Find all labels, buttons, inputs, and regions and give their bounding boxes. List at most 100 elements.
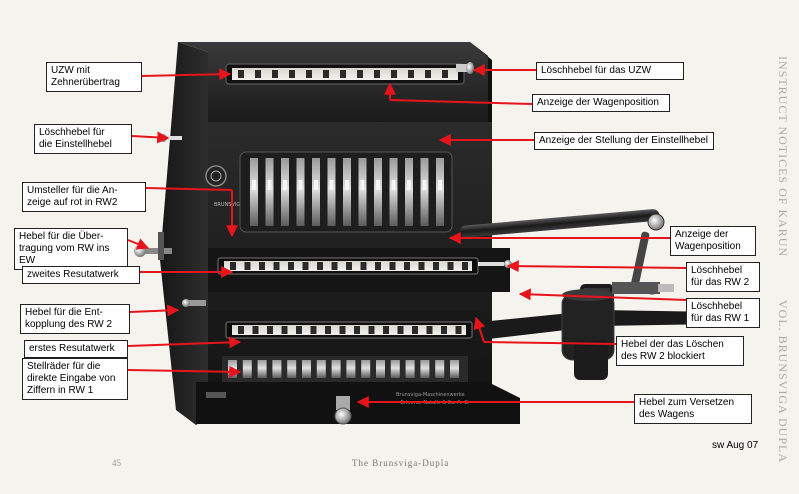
setting-lever-slot [312,158,320,226]
rw1-digit [368,326,375,334]
figure-caption: The Brunsviga-Dupla [352,458,450,468]
side-text-bottom: VOL. BRUNSVIGA DUPLA [776,300,790,464]
label-erstes-resultatwerk: erstes Resutatwerk [24,340,128,358]
uzw-digit [408,70,414,78]
setting-lever-slot [420,158,429,226]
rw1-digit-slots [238,326,462,334]
rw2-digit [259,262,265,270]
uzw-digit [391,70,397,78]
setting-lever-slot [250,158,258,226]
rw1-digit [354,326,360,334]
rw1-digit [441,326,447,334]
uzw-digit [374,70,380,78]
setting-wheel [390,360,400,378]
rw1-digit [339,326,346,334]
setting-lever-pin [391,180,396,190]
setting-lever-pin [329,180,334,190]
setting-lever-slot [405,158,413,226]
rw1-digit [426,326,433,334]
setting-wheel [302,360,311,378]
svg-text:BRUNSVIGA DUPLA: BRUNSVIGA DUPLA [214,202,263,208]
setting-lever-slot [281,158,289,226]
setting-wheel [287,360,297,378]
svg-text:Brunsviga-Maschinenwerke: Brunsviga-Maschinenwerke [396,392,465,398]
setting-lever-pin [376,180,380,190]
setting-lever-pin [407,180,411,190]
rw1-digit [310,326,317,334]
rw2-digit [244,262,251,270]
setting-lever-slot [343,158,351,226]
uzw-digit [425,70,431,78]
setting-lever-pin [314,180,318,190]
rw1-digit [397,326,404,334]
uzw-digit [306,70,312,78]
rw2-digit [360,262,367,270]
rw2-digit [288,262,294,270]
callout-arrow [389,99,533,105]
rw2-digit [273,262,280,270]
rw2-digit [404,262,410,270]
rw1-digit [281,326,288,334]
callout-arrow [127,238,150,250]
callout-arrow [129,304,180,317]
rw1-digit [412,326,418,334]
uzw-digit [289,70,295,78]
setting-lever-slot [374,158,382,226]
setting-lever-pin [422,180,427,190]
label-umsteller: Umsteller für die An-zeige auf rot in RW… [22,182,146,212]
setting-lever-pin [438,180,442,190]
rw1-digit [252,326,259,334]
rw1-window [232,325,466,335]
uzw-digit [238,70,244,78]
rw2-digit [375,262,381,270]
callout-arrow [473,316,486,343]
uzw-digit [272,70,278,78]
setting-lever-pin [252,180,256,190]
label-zweites-resultatwerk: zweites Resutatwerk [22,266,140,284]
rw2-digit [433,262,439,270]
setting-wheel [376,360,385,378]
callout-arrow [145,187,233,191]
setting-lever-slots [250,158,444,226]
setting-wheel [450,360,459,378]
rw1-digit [455,326,462,334]
setting-wheel [361,360,371,378]
setting-lever-slot [265,158,274,226]
uzw-digit [323,70,329,78]
crank-arm [459,209,660,238]
callout-arrow [518,288,687,301]
rw1-digit [383,326,389,334]
setting-wheel [257,360,267,378]
setting-wheel [316,360,326,378]
rw1-digit [267,326,273,334]
rw2-digit [389,262,396,270]
uzw-digit-slots [238,70,448,78]
setting-wheel [272,360,282,378]
logo-emblem [205,165,227,187]
uzw-digit [357,70,363,78]
setting-wheel [405,360,415,378]
setting-lever-pin [283,180,287,190]
callout-arrow [141,68,232,81]
rw2-digit [317,262,323,270]
rw2-digit [462,262,468,270]
label-hebel-entkopplung: Hebel für die Ent-kopplung des RW 2 [20,304,130,334]
rw2-digit [331,262,338,270]
setting-lever-slot [296,158,305,226]
setting-wheel [346,360,356,378]
rw2-digit [302,262,309,270]
credit-text: sw Aug 07 [712,440,759,451]
label-loeschhebel-uzw: Löschhebel für das UZW [536,62,684,80]
side-text-top: INSTRUCT NOTICES OF KARUN [776,56,790,258]
callout-arrow [483,341,617,345]
setting-lever-pin [360,180,365,190]
rw1-digit [238,326,244,334]
setting-lever-slot [436,158,444,226]
